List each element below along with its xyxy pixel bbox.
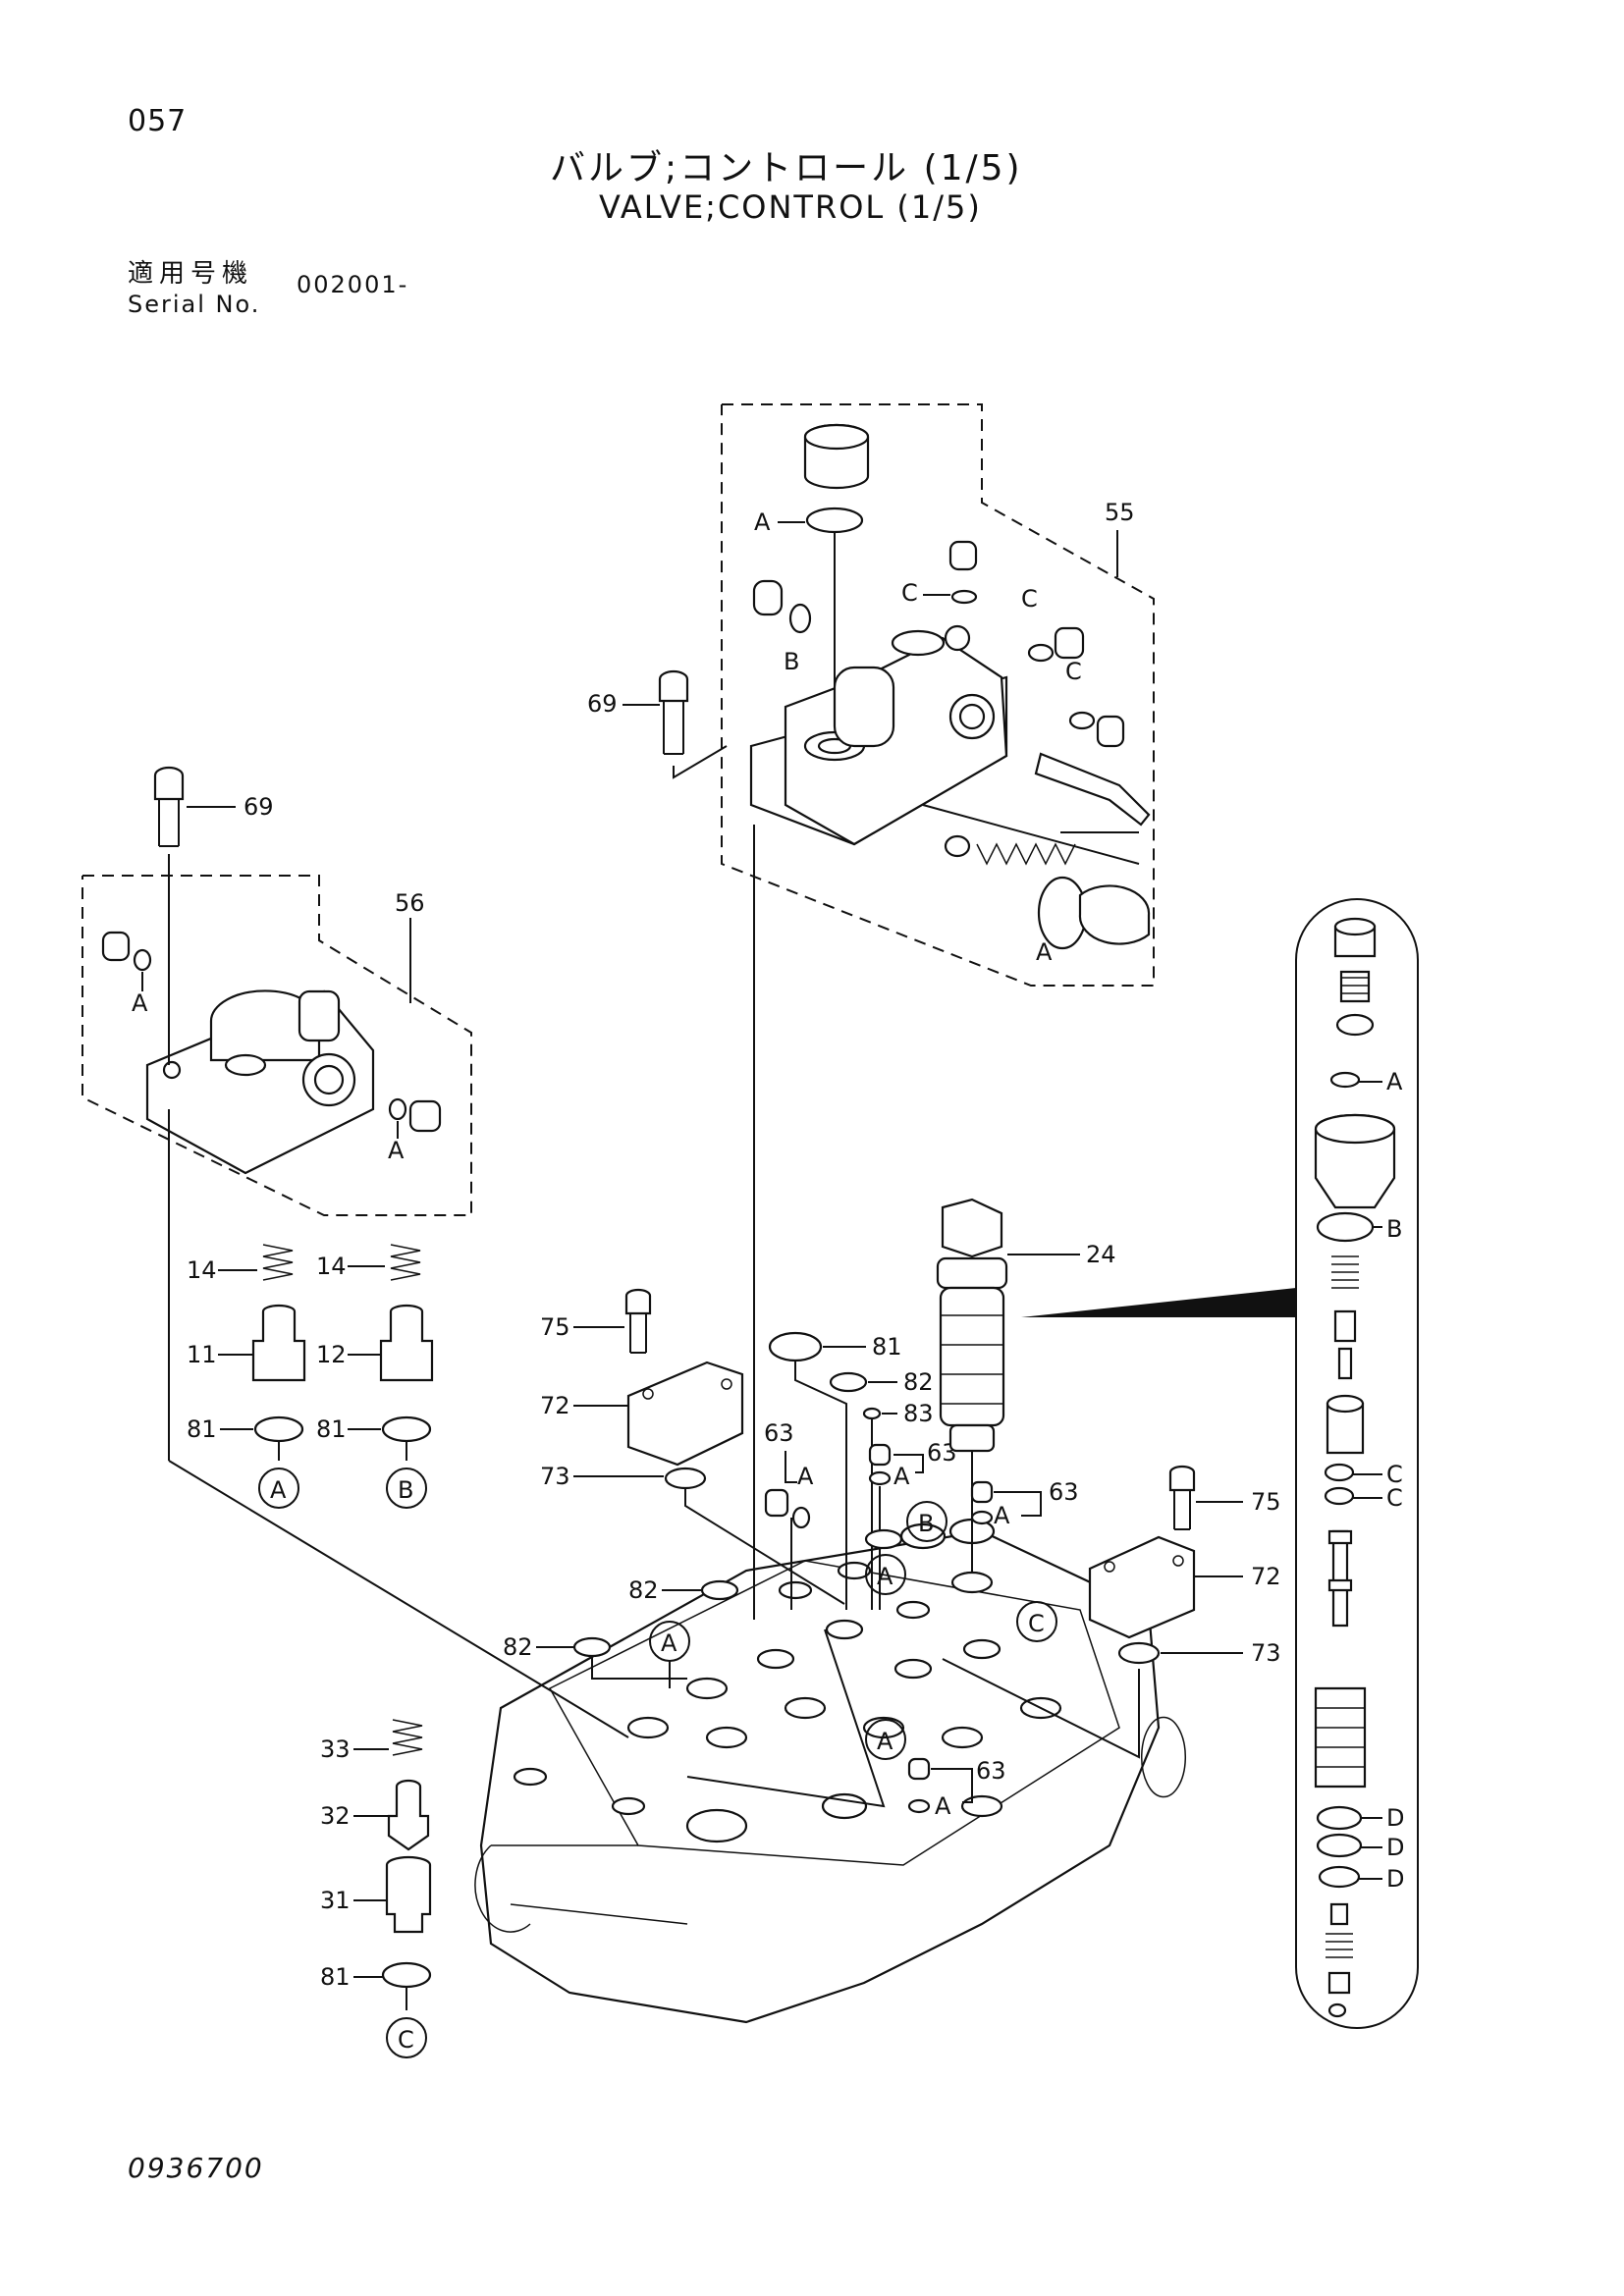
callout-75-left: 75 <box>540 1313 570 1341</box>
callout-75-right: 75 <box>1251 1488 1281 1516</box>
letter-d-3: D <box>1386 1865 1404 1893</box>
callout-63-a: 63 <box>764 1419 794 1447</box>
callout-56: 56 <box>395 889 425 917</box>
letter-b-2: B <box>1386 1215 1402 1243</box>
callout-24: 24 <box>1086 1241 1116 1268</box>
assembly-55: 55 A C C C B A 69 <box>587 403 1155 987</box>
callout-81-a: 81 <box>187 1415 217 1443</box>
letter-c-4: C <box>1386 1461 1403 1488</box>
letter-a-2: A <box>1036 938 1053 966</box>
callout-33: 33 <box>320 1735 351 1763</box>
letter-c-3: C <box>1065 658 1082 685</box>
callout-55: 55 <box>1105 499 1135 526</box>
callout-73-left: 73 <box>540 1463 570 1490</box>
letter-a-3: A <box>132 989 148 1017</box>
callout-81-b: 81 <box>316 1415 347 1443</box>
letter-a-8: A <box>935 1792 951 1820</box>
letter-d-1: D <box>1386 1804 1404 1832</box>
letter-b-circle-2: B <box>918 1510 934 1537</box>
letter-a-6: A <box>893 1463 910 1490</box>
callout-32: 32 <box>320 1802 351 1830</box>
callout-82-mid: 82 <box>628 1576 659 1604</box>
serial-label-english: Serial No. <box>128 291 261 318</box>
title-english: VALVE;CONTROL (1/5) <box>599 188 982 226</box>
callout-12: 12 <box>316 1341 347 1368</box>
callout-63-c: 63 <box>1049 1478 1079 1506</box>
letter-c-5: C <box>1386 1484 1403 1512</box>
letter-a-7: A <box>994 1502 1010 1529</box>
serial-label-japanese: 適用号機 <box>128 259 254 289</box>
callout-72-left: 72 <box>540 1392 570 1419</box>
letter-b-circle-1: B <box>398 1476 413 1504</box>
assembly-56: 56 A A 69 <box>81 766 472 1216</box>
callout-63-d: 63 <box>976 1757 1006 1785</box>
callout-83: 83 <box>903 1400 934 1427</box>
callout-81-c: 81 <box>872 1333 902 1361</box>
callout-73-right: 73 <box>1251 1639 1281 1667</box>
letter-d-2: D <box>1386 1834 1404 1861</box>
callout-11: 11 <box>187 1341 217 1368</box>
letter-c-1: C <box>901 579 918 607</box>
title-japanese: バルブ;コントロール (1/5) <box>550 148 1023 188</box>
callout-14-b: 14 <box>316 1253 347 1280</box>
serial-number-value: 002001- <box>297 271 409 298</box>
callout-31: 31 <box>320 1887 351 1914</box>
left-lower-stack: 33 32 31 81 C <box>320 1719 432 2058</box>
callout-81-d: 81 <box>320 1963 351 1991</box>
letter-a-4: A <box>388 1137 405 1164</box>
letter-a-9: A <box>1386 1068 1403 1095</box>
letter-b-1: B <box>784 648 799 675</box>
letter-c-2: C <box>1021 585 1038 613</box>
letter-a-circle-3: A <box>661 1629 677 1657</box>
letter-c-circle-1: C <box>398 2026 414 2054</box>
letter-c-circle-2: C <box>1028 1610 1045 1637</box>
letter-a-circle-2: A <box>877 1563 893 1590</box>
callout-14-a: 14 <box>187 1256 217 1284</box>
letter-a-5: A <box>797 1463 814 1490</box>
left-parts-stack: 14 14 11 12 81 81 A B <box>168 1109 434 1509</box>
callout-72-right: 72 <box>1251 1563 1281 1590</box>
letter-a-circle-4: A <box>877 1728 893 1755</box>
callout-82-right: 82 <box>903 1368 934 1396</box>
right-exploded-column: A B C C D D D <box>1295 898 1419 2029</box>
letter-a-1: A <box>754 508 771 536</box>
center-parts-cluster: 72 75 73 81 82 83 63 A <box>168 825 1296 1820</box>
callout-69-upper: 69 <box>587 690 618 718</box>
page-number: 057 <box>128 104 188 138</box>
letter-a-circle-1: A <box>270 1476 287 1504</box>
callout-82-left: 82 <box>503 1633 533 1661</box>
callout-69-left: 69 <box>244 793 274 821</box>
document-number: 0936700 <box>128 2152 264 2184</box>
